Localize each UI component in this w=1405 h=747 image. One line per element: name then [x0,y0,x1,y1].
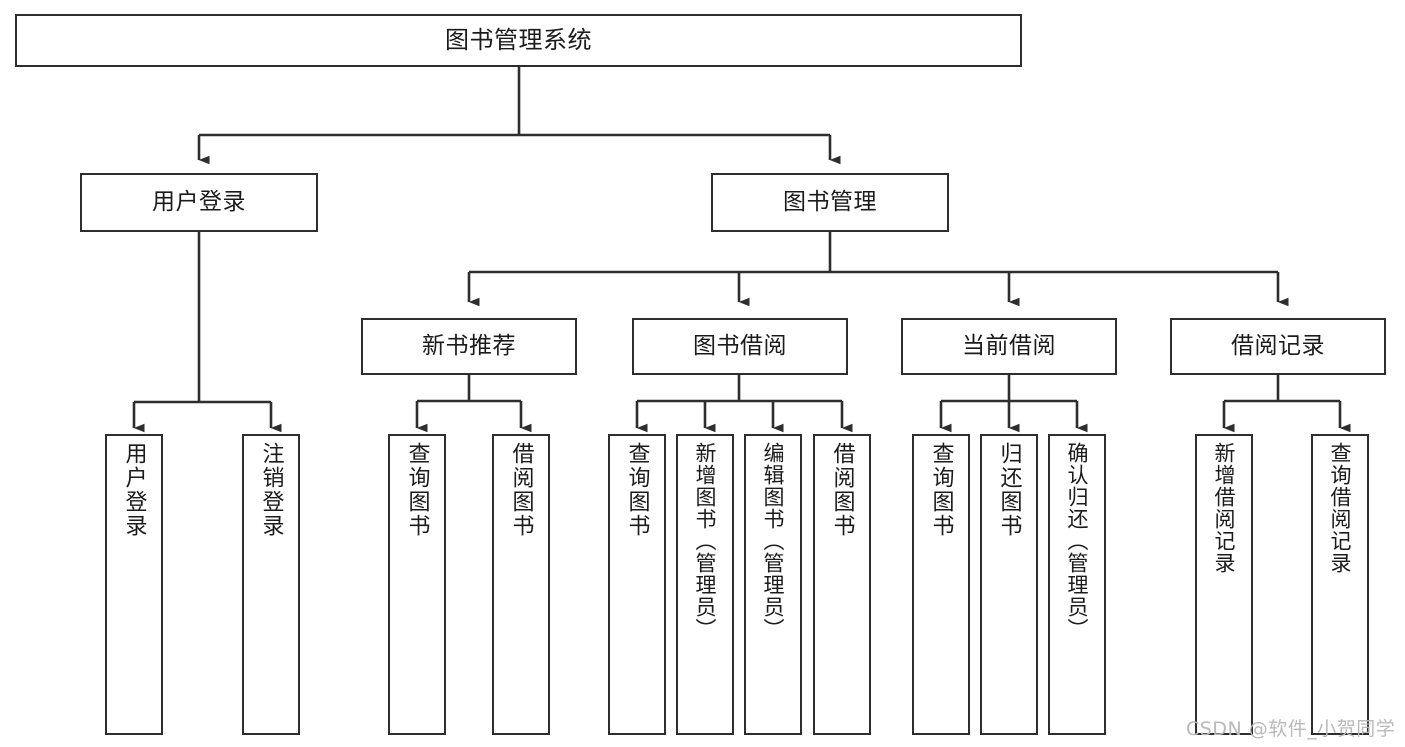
node-leaf-logout[interactable]: 注销登录 [242,434,300,735]
node-root-label: 图书管理系统 [445,25,592,54]
node-leaf-edit-book-admin[interactable]: 编辑图书（管理员） [744,434,802,735]
node-borrow-record-label: 借阅记录 [1231,333,1325,360]
node-leaf-borrow-book-label: 借阅图书 [829,442,855,538]
node-leaf-query-book-recommend[interactable]: 查询图书 [388,434,446,735]
node-leaf-edit-book-admin-label: 编辑图书（管理员） [761,442,786,640]
node-leaf-add-borrow-record[interactable]: 新增借阅记录 [1195,434,1253,735]
node-leaf-user-login[interactable]: 用户登录 [105,434,163,735]
node-book-manage[interactable]: 图书管理 [711,173,949,232]
node-leaf-query-borrow-record-label: 查询借阅记录 [1328,442,1353,574]
node-new-book-recommend[interactable]: 新书推荐 [361,318,577,375]
node-book-borrow-label: 图书借阅 [693,333,787,360]
node-leaf-logout-label: 注销登录 [258,442,284,538]
node-current-borrow[interactable]: 当前借阅 [901,318,1117,375]
node-leaf-query-book-current-label: 查询图书 [928,442,954,538]
node-book-borrow[interactable]: 图书借阅 [632,318,848,375]
node-leaf-query-book-recommend-label: 查询图书 [404,442,430,538]
node-user-login-label: 用户登录 [152,189,246,216]
node-current-borrow-label: 当前借阅 [962,333,1056,360]
node-leaf-borrow-book-recommend-label: 借阅图书 [508,442,534,538]
node-leaf-confirm-return-admin[interactable]: 确认归还（管理员） [1048,434,1106,735]
node-leaf-query-book-current[interactable]: 查询图书 [912,434,970,735]
node-root[interactable]: 图书管理系统 [15,14,1022,67]
node-leaf-return-book-label: 归还图书 [996,442,1022,538]
node-leaf-borrow-book[interactable]: 借阅图书 [813,434,871,735]
node-leaf-query-book-borrow[interactable]: 查询图书 [608,434,666,735]
watermark-text: CSDN @软件_小贺同学 [1186,718,1396,740]
node-book-manage-label: 图书管理 [783,189,877,216]
node-leaf-return-book[interactable]: 归还图书 [980,434,1038,735]
node-leaf-user-login-label: 用户登录 [121,442,147,538]
node-leaf-query-book-borrow-label: 查询图书 [624,442,650,538]
node-borrow-record[interactable]: 借阅记录 [1170,318,1386,375]
node-leaf-add-book-admin-label: 新增图书（管理员） [693,442,718,640]
node-leaf-confirm-return-admin-label: 确认归还（管理员） [1065,442,1090,640]
node-leaf-borrow-book-recommend[interactable]: 借阅图书 [492,434,550,735]
node-leaf-add-book-admin[interactable]: 新增图书（管理员） [676,434,734,735]
node-new-book-recommend-label: 新书推荐 [422,333,516,360]
node-leaf-query-borrow-record[interactable]: 查询借阅记录 [1311,434,1369,735]
node-leaf-add-borrow-record-label: 新增借阅记录 [1212,442,1237,574]
node-user-login[interactable]: 用户登录 [80,173,318,232]
